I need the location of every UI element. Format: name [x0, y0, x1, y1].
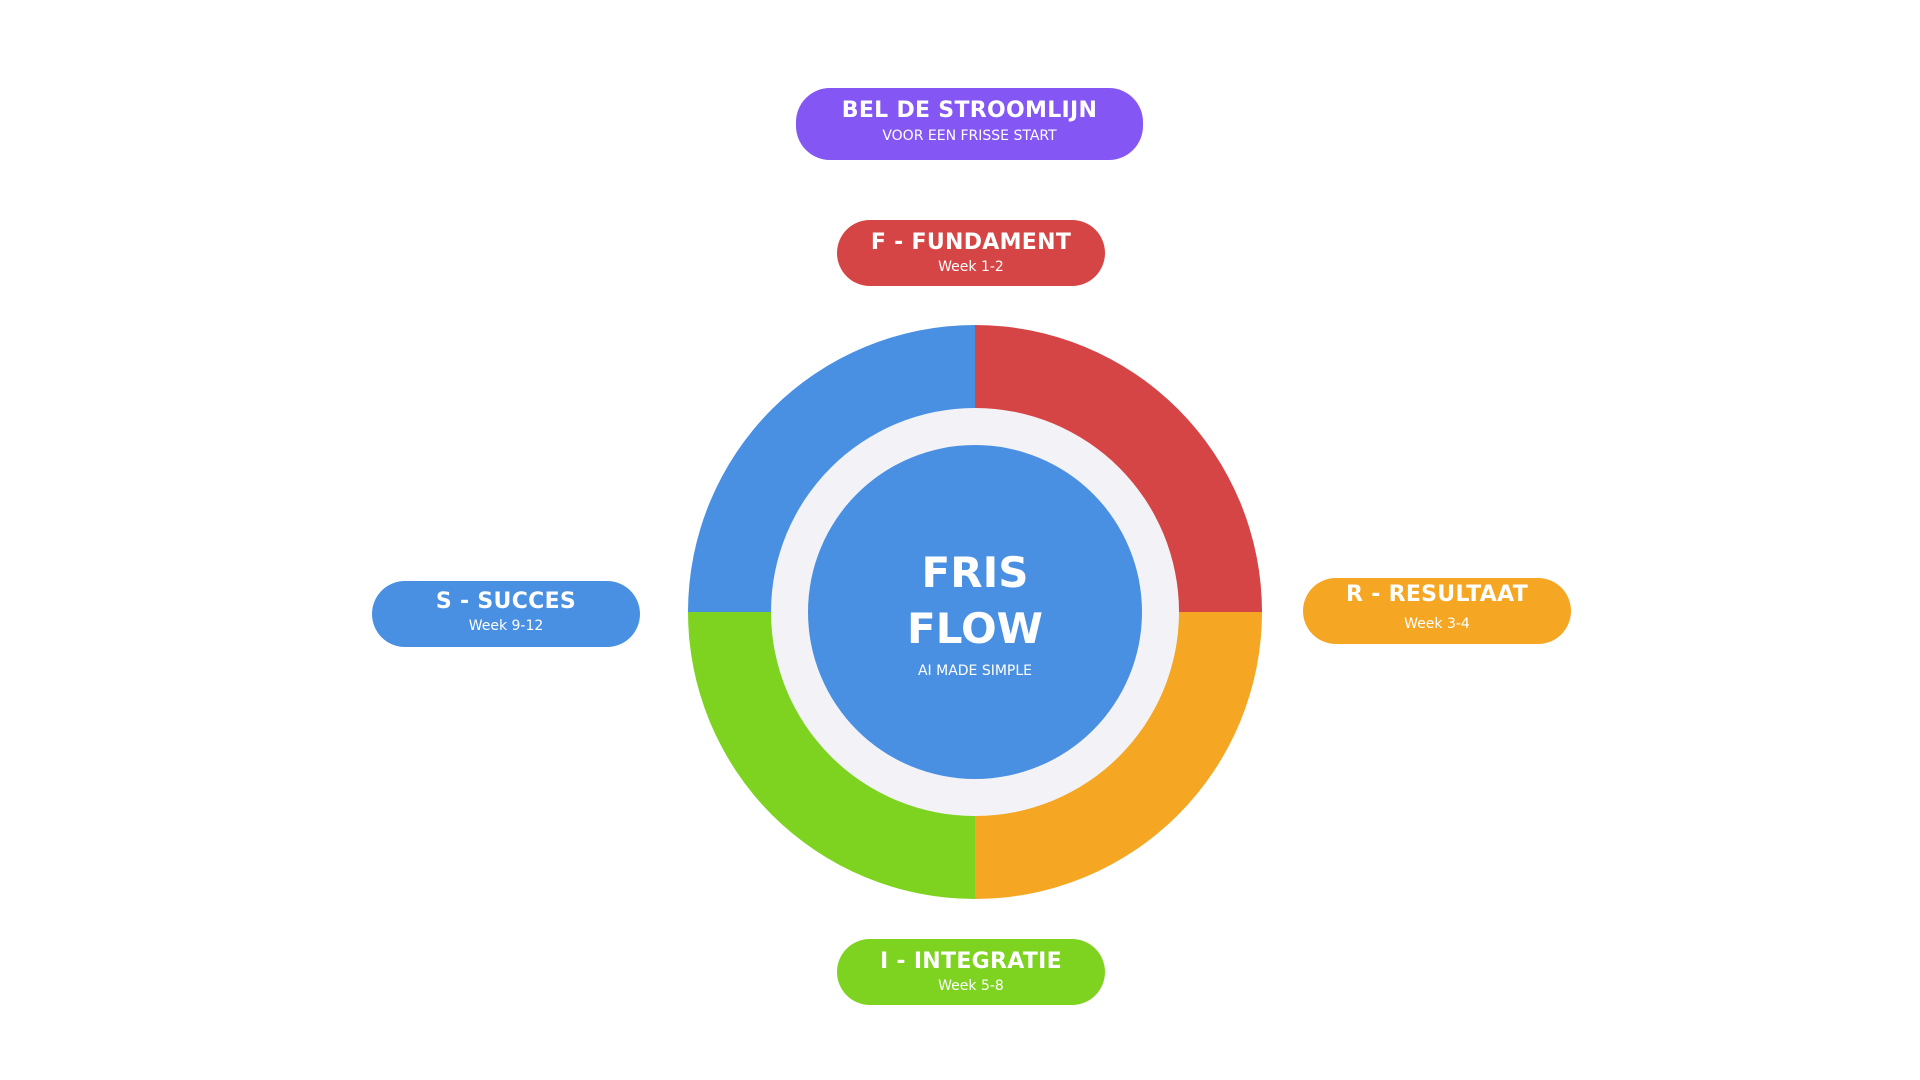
center-title-line1: FRIS	[921, 548, 1029, 597]
phase-title: F - FUNDAMENT	[870, 230, 1072, 255]
phase-pill-resultaat: R - RESULTAAT Week 3-4	[1303, 578, 1571, 644]
phase-title: S - SUCCES	[435, 589, 577, 614]
cta-title: BEL DE STROOMLIJN	[841, 98, 1098, 123]
center-title-line2: FLOW	[907, 604, 1043, 653]
phase-title: I - INTEGRATIE	[879, 949, 1062, 974]
phase-pill-integratie: I - INTEGRATIE Week 5-8	[837, 939, 1105, 1005]
phase-weeks: Week 9-12	[468, 618, 544, 634]
phase-pill-succes: S - SUCCES Week 9-12	[372, 581, 640, 647]
phase-weeks: Week 1-2	[938, 259, 1004, 275]
phase-pill-fundament: F - FUNDAMENT Week 1-2	[837, 220, 1105, 286]
center-tagline: AI MADE SIMPLE	[917, 663, 1033, 679]
center-circle	[808, 445, 1142, 779]
phase-weeks: Week 3-4	[1404, 616, 1470, 632]
phase-title: R - RESULTAAT	[1346, 582, 1528, 607]
phase-weeks: Week 5-8	[938, 978, 1004, 994]
cta-subtitle: VOOR EEN FRISSE START	[882, 128, 1057, 144]
stroomlijn-cta-button[interactable]: BEL DE STROOMLIJN VOOR EEN FRISSE START	[796, 88, 1143, 160]
